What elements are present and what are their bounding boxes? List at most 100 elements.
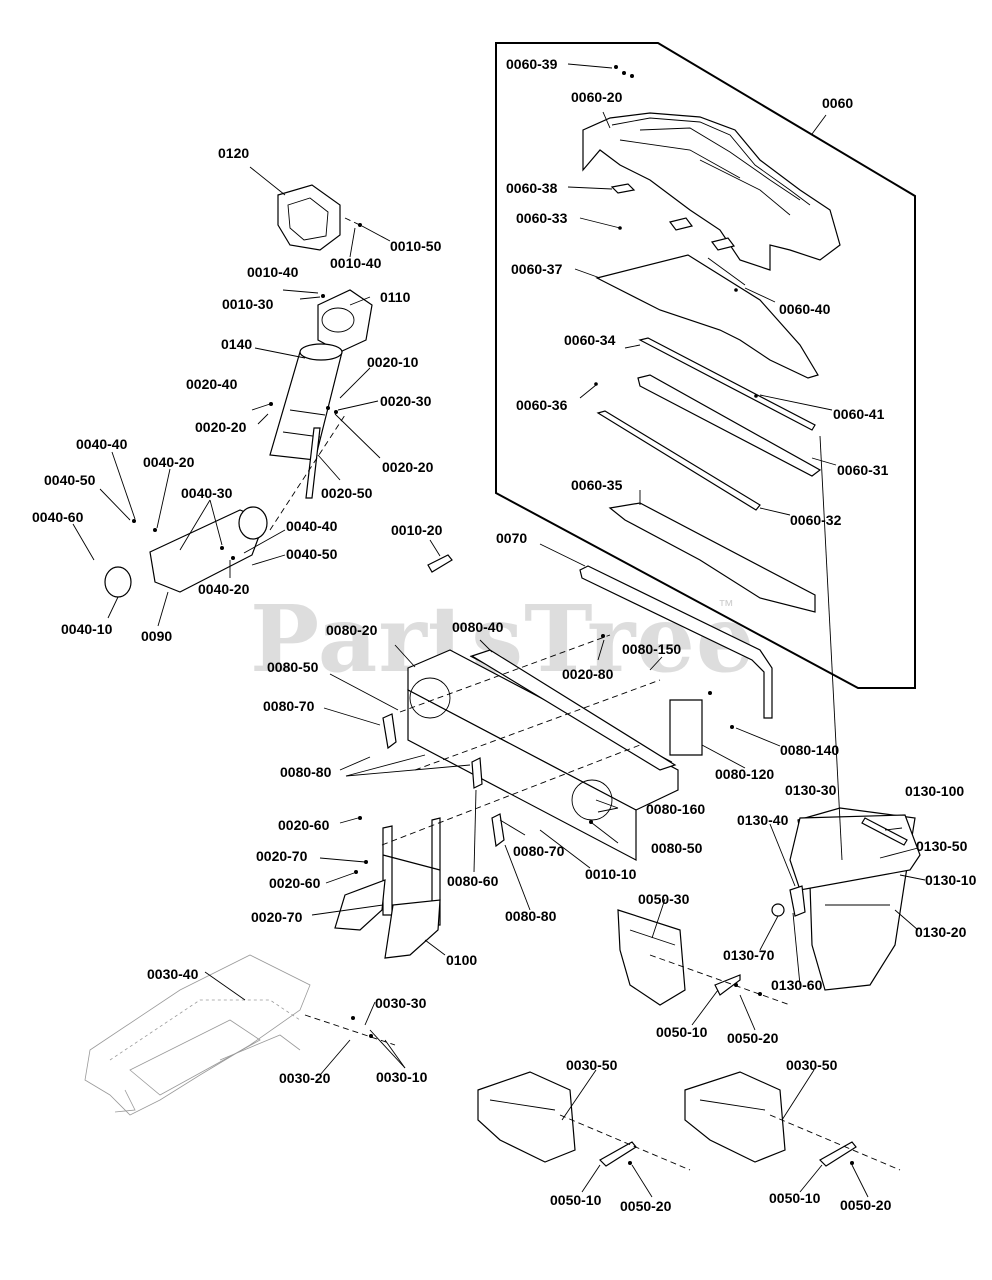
label-0130-70: 0130-70 bbox=[723, 947, 775, 963]
label-0010-30: 0010-30 bbox=[222, 296, 274, 312]
label-0130-100: 0130-100 bbox=[905, 783, 965, 799]
label-0130-20: 0130-20 bbox=[915, 924, 967, 940]
label-0020-10: 0020-10 bbox=[367, 354, 419, 370]
clip-0080-60 bbox=[471, 757, 483, 789]
label-0050-10-a: 0050-10 bbox=[656, 1024, 708, 1040]
label-0080-20: 0080-20 bbox=[326, 622, 378, 638]
label-0060-38: 0060-38 bbox=[506, 180, 558, 196]
label-0010-40-b: 0010-40 bbox=[247, 264, 299, 280]
clip-0080-70b bbox=[491, 813, 505, 848]
label-0050-20-c: 0050-20 bbox=[840, 1197, 892, 1213]
label-0080-70-b: 0080-70 bbox=[513, 843, 565, 859]
label-0130-10: 0130-10 bbox=[925, 872, 977, 888]
group-0060-frame bbox=[495, 42, 916, 689]
label-0040-50-a: 0040-50 bbox=[44, 472, 96, 488]
label-0040-50-b: 0040-50 bbox=[286, 546, 338, 562]
label-0060-20: 0060-20 bbox=[571, 89, 623, 105]
label-0130-50: 0130-50 bbox=[916, 838, 968, 854]
label-0080-50-b: 0080-50 bbox=[651, 840, 703, 856]
rail-0060-34 bbox=[638, 337, 816, 431]
label-0020-20-b: 0020-20 bbox=[382, 459, 434, 475]
label-0010-20: 0010-20 bbox=[391, 522, 443, 538]
label-0090: 0090 bbox=[141, 628, 173, 644]
label-0040-30: 0040-30 bbox=[181, 485, 233, 501]
label-0060-41: 0060-41 bbox=[833, 406, 885, 422]
label-0020-70-a: 0020-70 bbox=[256, 848, 308, 864]
label-0050-20-b: 0050-20 bbox=[620, 1198, 672, 1214]
label-0030-50-b: 0030-50 bbox=[786, 1057, 838, 1073]
label-0060-36: 0060-36 bbox=[516, 397, 568, 413]
label-0080-140: 0080-140 bbox=[780, 742, 840, 758]
label-0060-39: 0060-39 bbox=[506, 56, 558, 72]
plate-0080-120 bbox=[669, 699, 703, 756]
label-0030-40: 0030-40 bbox=[147, 966, 199, 982]
label-0020-60-b: 0020-60 bbox=[269, 875, 321, 891]
label-0020-70-b: 0020-70 bbox=[251, 909, 303, 925]
label-0080-80-b: 0080-80 bbox=[505, 908, 557, 924]
tractor-frame-ghost bbox=[84, 954, 311, 1116]
bar-0130-100 bbox=[861, 817, 908, 846]
label-0080-60: 0080-60 bbox=[447, 873, 499, 889]
bracket-0030-50-left bbox=[477, 1071, 576, 1163]
label-0030-30: 0030-30 bbox=[375, 995, 427, 1011]
label-0050-10-b: 0050-10 bbox=[550, 1192, 602, 1208]
bracket-0060-33a bbox=[668, 217, 694, 231]
plate-0060-38 bbox=[610, 183, 636, 194]
label-0080-40: 0080-40 bbox=[452, 619, 504, 635]
label-0010-40-a: 0010-40 bbox=[330, 255, 382, 271]
label-0040-40-b: 0040-40 bbox=[286, 518, 338, 534]
label-0060-40: 0060-40 bbox=[779, 301, 831, 317]
label-0110: 0110 bbox=[380, 289, 411, 305]
plate-0060-35 bbox=[608, 502, 816, 613]
hood-0060-20 bbox=[582, 112, 841, 271]
flange-0110 bbox=[317, 289, 373, 353]
label-0100: 0100 bbox=[446, 952, 478, 968]
label-0060-32: 0060-32 bbox=[790, 512, 842, 528]
label-0060-33: 0060-33 bbox=[516, 210, 568, 226]
label-0030-50-a: 0030-50 bbox=[566, 1057, 618, 1073]
label-0050-10-c: 0050-10 bbox=[769, 1190, 821, 1206]
label-0020-60-a: 0020-60 bbox=[278, 817, 330, 833]
label-0040-20-b: 0040-20 bbox=[198, 581, 250, 597]
label-0050-30: 0050-30 bbox=[638, 891, 690, 907]
label-0060: 0060 bbox=[822, 95, 854, 111]
label-0040-10: 0040-10 bbox=[61, 621, 113, 637]
label-0120: 0120 bbox=[218, 145, 250, 161]
knob-0130-70 bbox=[771, 903, 785, 917]
label-0030-20: 0030-20 bbox=[279, 1070, 331, 1086]
rail-0060-32 bbox=[596, 410, 761, 511]
label-0010-10: 0010-10 bbox=[585, 866, 637, 882]
label-0060-34: 0060-34 bbox=[564, 332, 616, 348]
label-0080-150: 0080-150 bbox=[622, 641, 682, 657]
label-0020-20-a: 0020-20 bbox=[195, 419, 247, 435]
label-0030-10: 0030-10 bbox=[376, 1069, 428, 1085]
label-0140: 0140 bbox=[221, 336, 253, 352]
label-0060-31: 0060-31 bbox=[837, 462, 889, 478]
leader-lines bbox=[72, 63, 926, 1198]
label-0020-80: 0020-80 bbox=[562, 666, 614, 682]
label-0020-30: 0020-30 bbox=[380, 393, 432, 409]
trademark-symbol: ™ bbox=[718, 598, 734, 615]
seal-0070 bbox=[579, 565, 773, 719]
label-0130-60: 0130-60 bbox=[771, 977, 823, 993]
hardware-dots bbox=[132, 65, 854, 1165]
strip-0060-40 bbox=[707, 257, 746, 286]
label-0080-50-a: 0080-50 bbox=[267, 659, 319, 675]
tube-0140 bbox=[269, 343, 343, 461]
spout-0090 bbox=[149, 506, 268, 593]
rod-0020-50 bbox=[305, 427, 321, 499]
frame-0100 bbox=[334, 817, 441, 959]
ring-0040-10 bbox=[104, 566, 132, 598]
bracket-0030-50-right bbox=[684, 1071, 786, 1163]
label-0050-20-a: 0050-20 bbox=[727, 1030, 779, 1046]
label-0020-40: 0020-40 bbox=[186, 376, 238, 392]
label-0080-160: 0080-160 bbox=[646, 801, 706, 817]
label-0080-120: 0080-120 bbox=[715, 766, 775, 782]
bracket-0050-30 bbox=[617, 909, 686, 1006]
label-0040-60: 0040-60 bbox=[32, 509, 84, 525]
label-0060-35: 0060-35 bbox=[571, 477, 623, 493]
label-0040-40-a: 0040-40 bbox=[76, 436, 128, 452]
label-0020-50: 0020-50 bbox=[321, 485, 373, 501]
